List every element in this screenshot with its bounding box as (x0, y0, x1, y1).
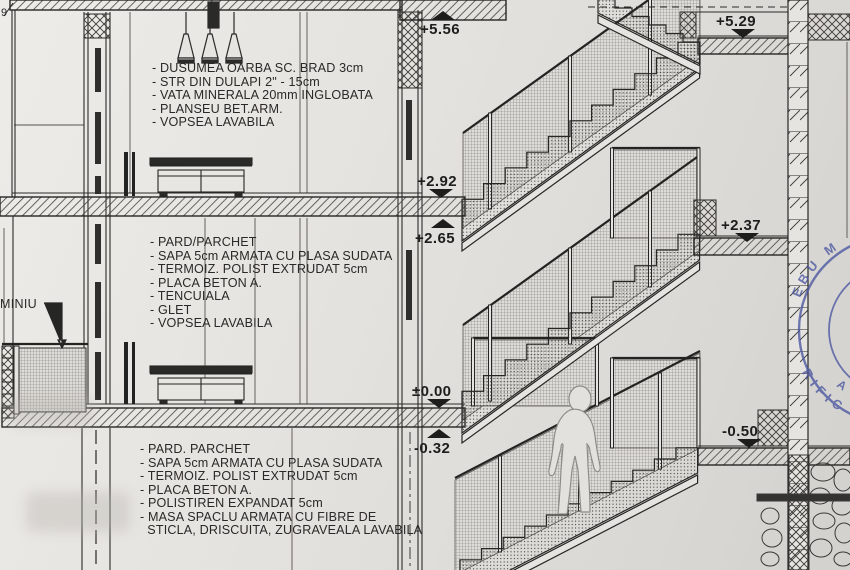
note-line: - PARD. PARCHET (140, 442, 251, 456)
floor-slabs (0, 0, 850, 466)
person-silhouette (548, 385, 601, 515)
sideboard-lower (149, 365, 253, 405)
stair-flight-middle (461, 233, 701, 445)
note-line: - TENCUIALA (150, 289, 230, 303)
level-marker-triangle (427, 429, 451, 438)
stair-flight-upper (461, 41, 701, 253)
sideboard-upper (149, 157, 253, 197)
stamp-letter-inner: A (834, 377, 849, 394)
paper-artifact (26, 492, 130, 532)
leader-line (44, 302, 67, 350)
note-line: - SAPA 5cm ARMATA CU PLASA SUDATA (140, 455, 383, 470)
level-marker-triangle (431, 11, 455, 20)
note-line: - TERMOIZ. POLIST EXTRUDAT 5cm (150, 262, 368, 276)
note-line: - VOPSEA LAVABILA (152, 115, 275, 129)
note-line: - MASA SPACLU ARMATA CU FIBRE DE (140, 509, 377, 524)
wall-posts-dark (124, 152, 135, 404)
note-line: - STR DIN DULAPI 2" - 15cm (152, 74, 320, 89)
note-line: - PLANSEU BET.ARM. (152, 101, 283, 116)
note-line: - SAPA 5cm ARMATA CU PLASA SUDATA (150, 248, 393, 263)
pendant-lamps (177, 1, 243, 64)
note-line: - TERMOIZ. POLIST EXTRUDAT 5cm (140, 469, 358, 483)
foundation-beam (756, 493, 850, 502)
note-line: STICLA, DRISCUITA, ZUGRAVEALA LAVABILA (140, 523, 423, 537)
balcony-balustrade (1, 302, 88, 419)
foundation-rubble (756, 454, 850, 570)
level-marker-label: -0.32 (414, 440, 451, 457)
level-marker-label: ±0.00 (412, 383, 452, 400)
level-marker-label: +5.56 (420, 21, 460, 38)
level-marker-triangle (427, 399, 451, 408)
material-notes-middle: - PARD/PARCHET - SAPA 5cm ARMATA CU PLAS… (150, 235, 393, 331)
material-notes-upper: - DUSUMEA OARBA SC. BRAD 3cm - STR DIN D… (152, 61, 373, 130)
wall-stubs-hatch (679, 11, 850, 447)
stair-flight-top-return (597, 0, 701, 75)
note-line: - VATA MINERALA 20mm INGLOBATA (152, 88, 373, 102)
level-marker-triangle (735, 233, 759, 242)
note-line: - DUSUMEA OARBA SC. BRAD 3cm (152, 61, 364, 75)
note-line: - PARD/PARCHET (150, 235, 257, 249)
room-partition-lines (3, 12, 308, 570)
note-line: - PLACA BETON A. (140, 482, 253, 497)
basement-column-left (81, 428, 111, 570)
note-line: - POLISTIREN EXPANDAT 5cm (140, 496, 323, 510)
level-marker-triangle (737, 439, 761, 448)
right-wall (787, 0, 848, 570)
ceiling-beam-end (207, 1, 220, 29)
note-line: - GLET (150, 302, 192, 317)
note-line: - PLACA BETON A. (150, 275, 263, 290)
level-marker-label: +2.92 (417, 173, 457, 190)
paper-artifact (8, 398, 92, 426)
stairwell-wall (397, 10, 423, 570)
level-marker-triangle (429, 189, 453, 198)
corner-number: 9 (1, 7, 8, 19)
level-marker-label: +2.65 (415, 230, 455, 247)
note-line: - VOPSEA LAVABILA (150, 316, 273, 330)
material-notes-lower: - PARD. PARCHET - SAPA 5cm ARMATA CU PLA… (140, 442, 423, 538)
level-marker-triangle (731, 29, 755, 38)
level-marker-label: -0.50 (722, 423, 759, 440)
level-marker-label: +5.29 (716, 13, 756, 30)
level-marker-triangle (431, 219, 455, 228)
corner-tick (3, 2, 14, 17)
level-marker-label: +2.37 (721, 217, 761, 234)
aluminium-label: MINIU (0, 297, 37, 311)
